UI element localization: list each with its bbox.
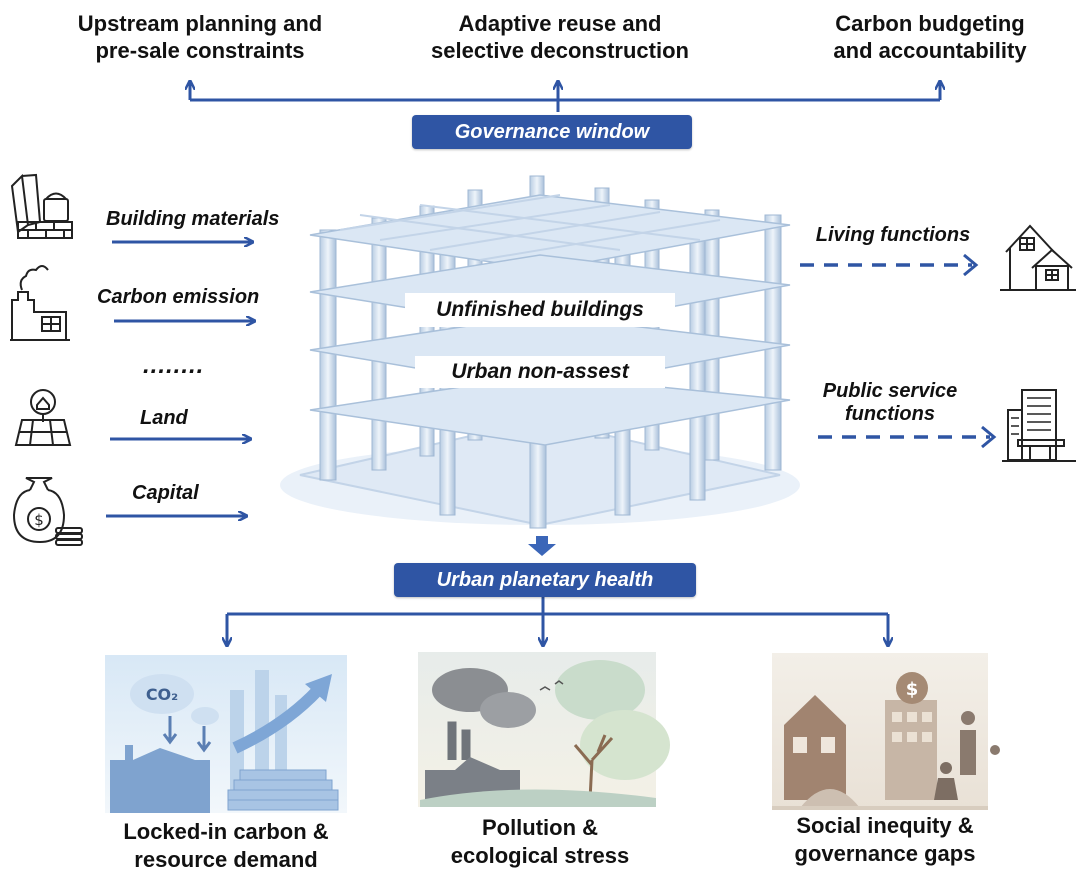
impact-locked-in-carbon: Locked-in carbon & resource demand	[123, 819, 329, 872]
inequity-illustration: $	[772, 653, 1000, 810]
svg-text:$: $	[906, 679, 919, 700]
svg-text:$: $	[34, 511, 44, 529]
input-capital: Capital	[132, 482, 199, 504]
governance-window-label: Governance window	[412, 115, 692, 149]
urban-planetary-health-label: Urban planetary health	[394, 563, 696, 597]
governance-branches	[190, 82, 940, 112]
svg-text:CO₂: CO₂	[146, 685, 178, 704]
output-public-service-functions: Public service functions	[822, 380, 958, 425]
impact-branches	[227, 597, 888, 645]
money-bag-icon: $	[12, 477, 83, 546]
impact-pollution: Pollution & ecological stress	[450, 815, 630, 868]
input-land: Land	[140, 407, 188, 429]
materials-icon	[10, 173, 73, 239]
input-arrows	[106, 242, 254, 516]
action-adaptive-reuse: Adaptive reuse and selective deconstruct…	[431, 11, 689, 63]
office-building-icon	[1002, 389, 1076, 462]
unfinished-building-frame	[280, 175, 800, 529]
house-icon	[1000, 224, 1076, 291]
output-living-functions: Living functions	[815, 224, 971, 246]
input-carbon-emission: Carbon emission	[97, 286, 260, 308]
factory-icon	[10, 265, 70, 341]
down-arrow	[528, 536, 556, 556]
building-label-unfinished: Unfinished buildings	[405, 293, 675, 327]
pollution-illustration	[418, 652, 670, 807]
action-upstream-planning: Upstream planning and pre-sale constrain…	[77, 11, 323, 63]
carbon-illustration: CO₂	[105, 655, 347, 813]
input-building-materials: Building materials	[106, 208, 280, 230]
land-icon	[14, 389, 72, 446]
impact-social-inequity: Social inequity & governance gaps	[794, 813, 976, 866]
building-label-non-asset: Urban non-assest	[415, 356, 665, 388]
action-carbon-budgeting: Carbon budgeting and accountability	[833, 11, 1027, 63]
input-ellipsis: ........	[143, 352, 205, 379]
output-arrows	[800, 263, 990, 439]
